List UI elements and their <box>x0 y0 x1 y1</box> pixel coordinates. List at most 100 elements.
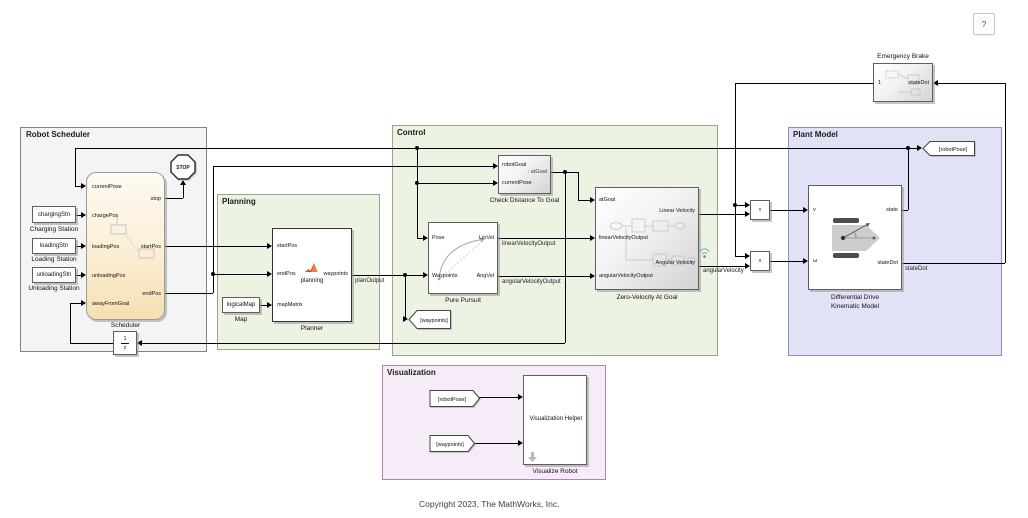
junction-dot <box>415 181 419 185</box>
arrowhead <box>745 263 750 269</box>
signal-wire[interactable] <box>735 256 745 257</box>
signal-wire[interactable] <box>75 148 908 149</box>
port-angvel-out: AngVel <box>476 273 494 279</box>
goto-robot-pose-tag[interactable]: [robotPose] <box>922 140 976 157</box>
signal-wire[interactable] <box>165 198 183 199</box>
port-linvel-out: LinVel <box>479 235 494 241</box>
signal-wire[interactable] <box>75 186 81 187</box>
signal-wire[interactable] <box>498 276 590 277</box>
signal-wire[interactable] <box>908 148 917 149</box>
junction-dot <box>733 203 737 207</box>
unloading-station-value: unloadingStn <box>36 272 72 278</box>
goto-robot-pose-text: [robotPose] <box>939 147 968 153</box>
signal-wire[interactable] <box>578 200 590 201</box>
arrowhead <box>493 180 498 186</box>
signal-wire[interactable] <box>902 210 908 211</box>
signal-wire[interactable] <box>551 172 578 173</box>
unloading-station-label: Unloading Station <box>28 285 80 292</box>
stop-block[interactable]: STOP <box>170 154 196 180</box>
signal-wire[interactable] <box>565 172 566 343</box>
signal-wire[interactable] <box>578 172 579 200</box>
port-endPos: endPos <box>142 291 161 297</box>
visualization-helper-block[interactable]: Visualization Helper <box>523 375 587 465</box>
unloading-station-block[interactable]: unloadingStn <box>32 267 76 283</box>
signal-wire[interactable] <box>474 443 518 444</box>
signal-wire[interactable] <box>699 266 745 267</box>
fraction-bar <box>121 342 129 344</box>
port-mapMatrix-in: mapMatrix <box>277 302 303 308</box>
from-waypoints-tag[interactable]: [waypoints] <box>429 434 476 453</box>
signal-wire[interactable] <box>75 148 76 186</box>
signal-wire[interactable] <box>735 83 873 84</box>
diff-drive-label-line2: Kinematic Model <box>830 303 880 310</box>
brake-multiply-linear-block[interactable]: x <box>750 200 770 220</box>
signal-wire[interactable] <box>908 148 909 210</box>
loading-station-block[interactable]: loadingStn <box>32 238 76 254</box>
charging-station-block[interactable]: chargingStn <box>32 206 76 223</box>
from-waypoints-text: [waypoints] <box>436 442 464 448</box>
signal-wire[interactable] <box>213 166 214 293</box>
signal-wire[interactable] <box>76 275 81 276</box>
scheduler-chart-block[interactable]: currentPose chargePos loadingPos unloadi… <box>86 172 165 320</box>
junction-dot <box>211 272 215 276</box>
signal-wire[interactable] <box>417 148 418 238</box>
zero-velocity-block[interactable] <box>595 187 699 290</box>
signal-wire[interactable] <box>417 183 493 184</box>
signal-wire[interactable] <box>76 215 81 216</box>
charging-station-label: Charging Station <box>29 226 79 233</box>
signal-wire[interactable] <box>213 274 267 275</box>
signal-wire[interactable] <box>735 205 745 206</box>
brake-multiply-angular-block[interactable]: x <box>750 251 770 271</box>
signal-wire[interactable] <box>70 343 113 344</box>
arrowhead <box>81 300 86 306</box>
signal-wire[interactable] <box>260 305 267 306</box>
arrowhead <box>590 235 595 241</box>
signal-wire[interactable] <box>142 343 565 344</box>
signal-wire[interactable] <box>770 210 803 211</box>
planner-block[interactable] <box>272 228 352 322</box>
signal-wire[interactable] <box>902 263 1005 264</box>
emergency-brake-block[interactable] <box>873 63 933 102</box>
signal-wire[interactable] <box>1005 83 1006 263</box>
map-block[interactable]: logicalMap <box>222 297 260 313</box>
arrowhead <box>81 243 86 249</box>
signal-wire[interactable] <box>76 246 81 247</box>
signal-wire[interactable] <box>165 246 267 247</box>
signal-wire[interactable] <box>938 83 1005 84</box>
signal-wire[interactable] <box>352 275 423 276</box>
signal-wire[interactable] <box>70 303 81 304</box>
diff-drive-block[interactable] <box>808 185 902 290</box>
signal-wire[interactable] <box>735 83 736 256</box>
unit-delay-block[interactable]: 1 z <box>113 331 137 355</box>
signal-wire[interactable] <box>417 238 423 239</box>
signal-wire[interactable] <box>479 397 518 398</box>
junction-dot <box>906 146 910 150</box>
signal-wire[interactable] <box>405 275 406 319</box>
goto-waypoints-tag[interactable]: [waypoints] <box>408 309 452 330</box>
check-distance-block[interactable] <box>498 155 551 194</box>
from-robot-pose-tag[interactable]: [robotPose] <box>429 389 481 408</box>
signal-wire[interactable] <box>770 261 803 262</box>
help-button-label: ? <box>981 19 987 29</box>
port-angular-velocity-out: Angular Velocity <box>655 260 695 266</box>
from-robot-pose-text: [robotPose] <box>438 397 467 403</box>
signal-label-planOutput: planOutput <box>355 278 385 284</box>
signal-wire[interactable] <box>699 214 745 215</box>
pure-pursuit-block[interactable] <box>428 222 498 294</box>
emergency-brake-label: Emergency Brake <box>877 53 929 60</box>
arrowhead <box>590 197 595 203</box>
signal-wire[interactable] <box>165 293 213 294</box>
charging-station-value: chargingStn <box>37 211 71 218</box>
port-startPos: startPos <box>140 244 161 250</box>
arrowhead <box>518 394 523 400</box>
unit-delay-denominator: z <box>123 344 127 351</box>
arrowhead <box>745 202 750 208</box>
visualization-helper-title: Visualization Helper <box>529 416 583 422</box>
signal-wire[interactable] <box>213 166 493 167</box>
signal-wire[interactable] <box>70 303 71 343</box>
arrowhead <box>423 272 428 278</box>
signal-wire[interactable] <box>498 238 590 239</box>
signal-wire[interactable] <box>183 184 184 198</box>
help-button[interactable]: ? <box>973 13 995 35</box>
emergency-brake-thumbnail <box>885 70 921 96</box>
